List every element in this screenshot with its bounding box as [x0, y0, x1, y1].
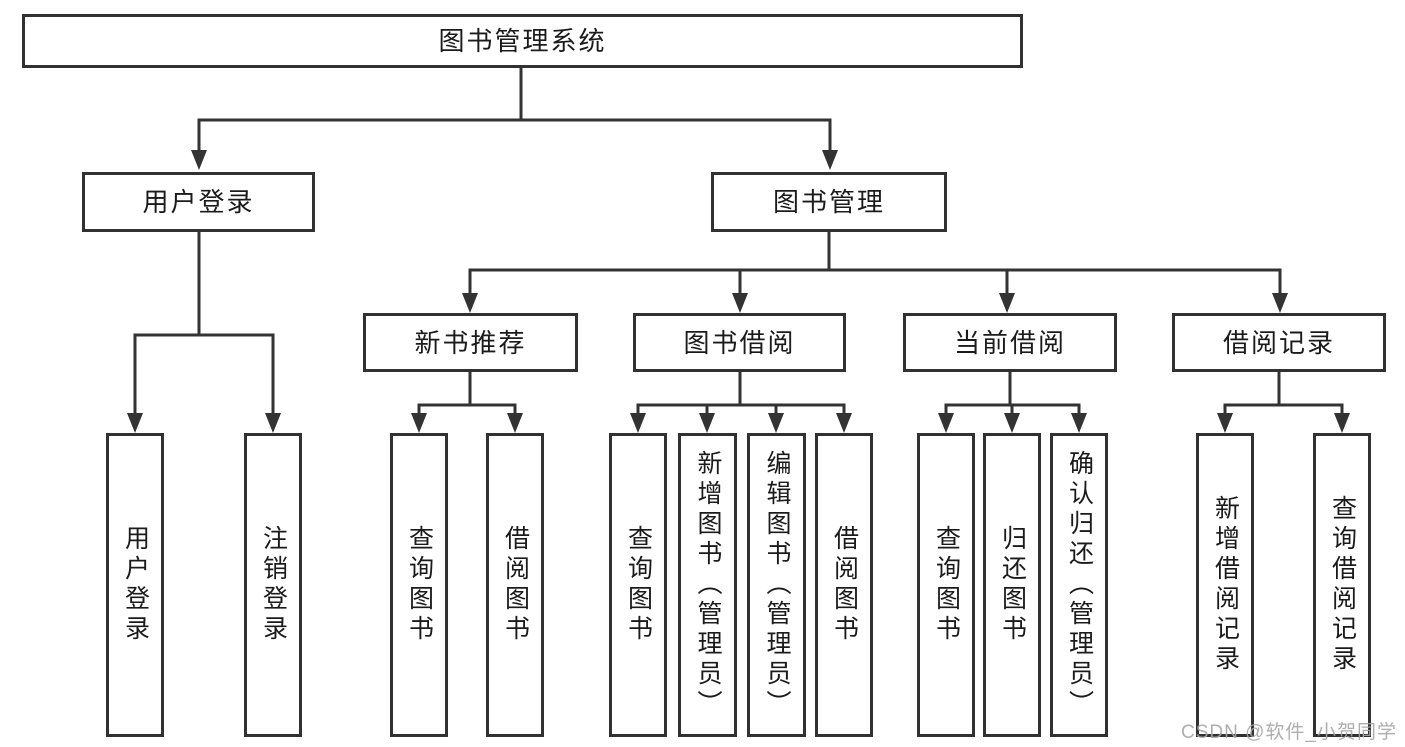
node-borrow-records: 借阅记录: [1172, 313, 1386, 372]
leaf-current-query-books: 查询图书: [917, 433, 975, 737]
arrow-icon: [732, 293, 748, 313]
node-book-borrow: 图书借阅: [633, 313, 846, 372]
leaf-user-login-label: 用户登录: [121, 525, 150, 645]
arrow-icon: [127, 413, 143, 433]
node-new-book-recommend: 新书推荐: [363, 313, 578, 372]
arrow-icon: [836, 413, 852, 433]
arrowheads: [127, 150, 1350, 433]
arrow-icon: [462, 293, 478, 313]
watermark-text: CSDN @软件_小贺同学: [1181, 722, 1397, 743]
leaf-current-confirm-return-admin: 确认归还（管理员）: [1050, 433, 1108, 737]
leaf-borrow-add-books-admin-label: 新增图书（管理员）: [694, 450, 722, 720]
leaf-records-query-record-label: 查询借阅记录: [1328, 495, 1357, 675]
edge-borrow-split: [636, 403, 846, 415]
node-book-borrow-label: 图书借阅: [683, 327, 796, 358]
leaf-borrow-borrow-books: 借阅图书: [815, 433, 873, 737]
arrow-icon: [1004, 413, 1020, 433]
arrow-icon: [1334, 413, 1350, 433]
arrow-icon: [768, 413, 784, 433]
node-current-borrow-label: 当前借阅: [953, 327, 1066, 358]
arrow-icon: [630, 413, 646, 433]
leaf-logout-label: 注销登录: [259, 525, 288, 645]
leaf-borrow-query-books: 查询图书: [609, 433, 667, 737]
node-user-login-label: 用户登录: [142, 187, 255, 217]
arrow-icon: [699, 413, 715, 433]
leaf-records-add-record: 新增借阅记录: [1196, 433, 1254, 737]
leaf-newbook-query-books-label: 查询图书: [405, 525, 434, 645]
leaf-newbook-query-books: 查询图书: [390, 433, 448, 737]
node-root-label: 图书管理系统: [438, 26, 607, 56]
leaf-current-query-books-label: 查询图书: [932, 525, 961, 645]
leaf-logout: 注销登录: [244, 433, 302, 737]
leaf-borrow-borrow-books-label: 借阅图书: [830, 525, 859, 645]
leaf-borrow-add-books-admin: 新增图书（管理员）: [678, 433, 737, 737]
leaf-borrow-query-books-label: 查询图书: [624, 525, 653, 645]
leaf-current-return-books: 归还图书: [983, 433, 1041, 737]
arrow-icon: [411, 413, 427, 433]
arrow-icon: [1071, 413, 1087, 433]
node-borrow-records-label: 借阅记录: [1222, 327, 1335, 358]
leaf-borrow-edit-books-admin-label: 编辑图书（管理员）: [763, 450, 791, 720]
leaf-records-add-record-label: 新增借阅记录: [1211, 495, 1240, 675]
edge-newbook-split: [417, 403, 517, 415]
edge-records-split: [1223, 403, 1344, 415]
arrow-icon: [1217, 413, 1233, 433]
leaf-user-login: 用户登录: [106, 433, 164, 737]
arrow-icon: [507, 413, 523, 433]
leaf-records-query-record: 查询借阅记录: [1313, 433, 1371, 737]
arrow-icon: [265, 413, 281, 433]
edge-bookmgmt-split: [468, 268, 1282, 295]
leaf-newbook-borrow-books: 借阅图书: [486, 433, 544, 737]
arrow-icon: [822, 150, 838, 170]
node-root: 图书管理系统: [22, 14, 1023, 68]
arrow-icon: [1272, 293, 1288, 313]
leaf-current-confirm-return-admin-label: 确认归还（管理员）: [1065, 450, 1094, 720]
node-user-login: 用户登录: [82, 172, 315, 232]
leaf-current-return-books-label: 归还图书: [998, 525, 1027, 645]
arrow-icon: [191, 150, 207, 170]
node-book-management: 图书管理: [711, 172, 947, 232]
node-book-management-label: 图书管理: [772, 187, 885, 217]
leaf-borrow-edit-books-admin: 编辑图书（管理员）: [747, 433, 806, 737]
arrow-icon: [938, 413, 954, 433]
node-current-borrow: 当前借阅: [903, 313, 1117, 372]
node-new-book-recommend-label: 新书推荐: [414, 327, 527, 358]
edge-userlogin-split: [133, 333, 275, 415]
arrow-icon: [999, 293, 1015, 313]
connector-lines: [133, 68, 1344, 415]
leaf-newbook-borrow-books-label: 借阅图书: [501, 525, 530, 645]
edge-root-split: [197, 118, 832, 152]
